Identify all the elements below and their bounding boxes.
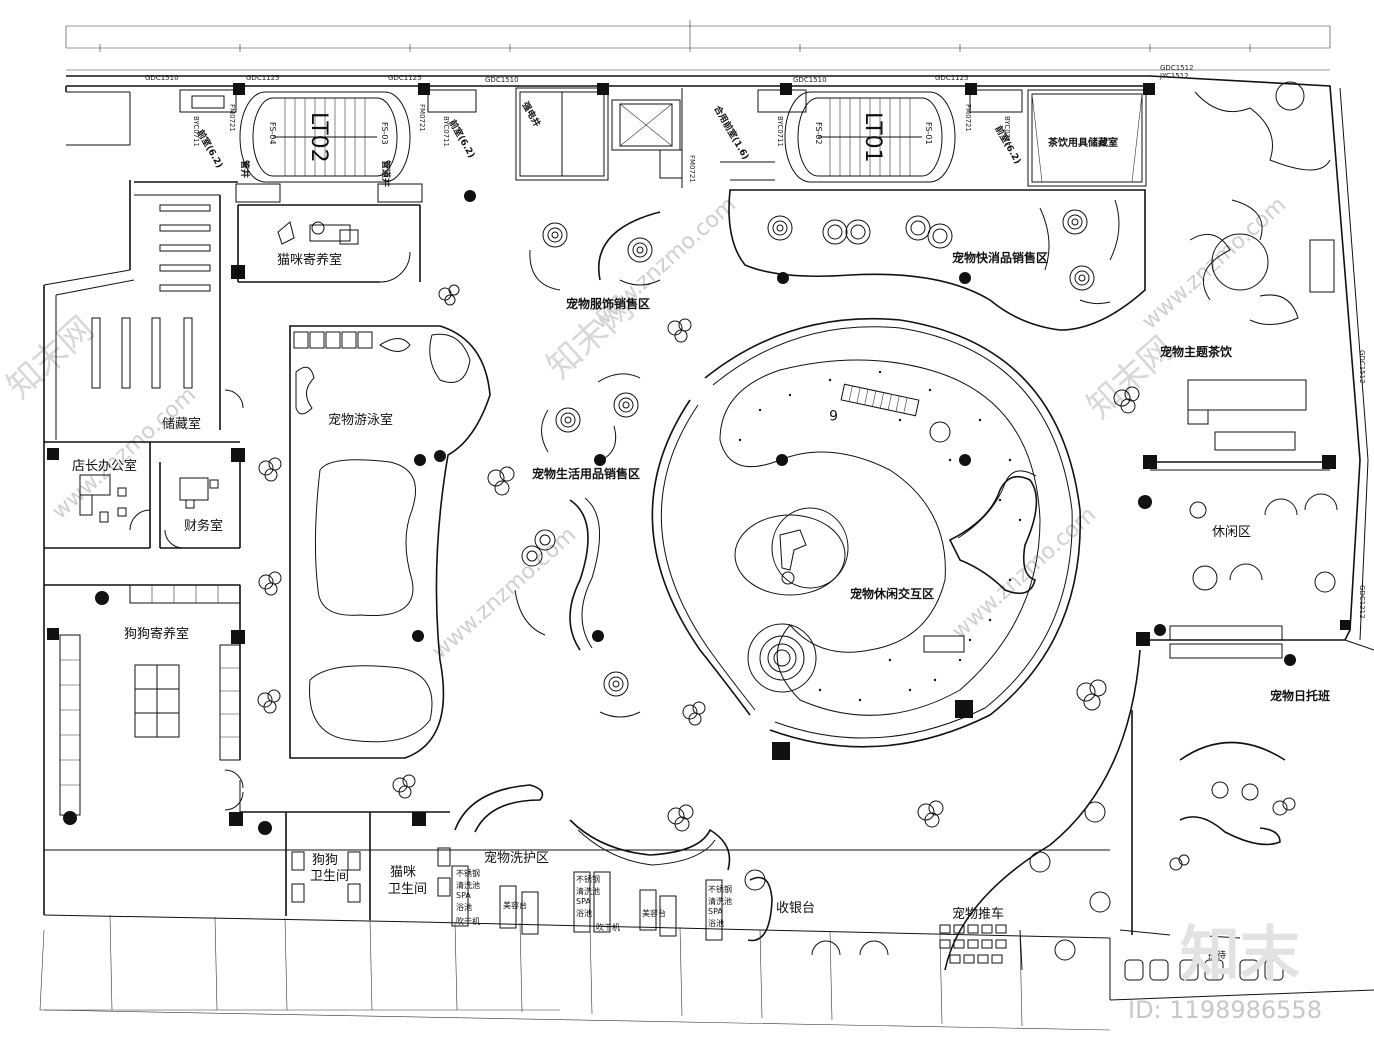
tag-gdc1125: GDC1125 xyxy=(388,74,422,82)
label-theme-tea: 宠物主题茶饮 xyxy=(1160,344,1233,359)
tag-gdc1510: GDC1510 xyxy=(485,76,519,84)
stair-fs01: FS-01 xyxy=(924,122,933,145)
watermark-logo-text: 知末 xyxy=(1180,920,1300,990)
label-dog-wc: 狗狗 xyxy=(312,853,338,868)
fixture-sink: 清洗池 xyxy=(576,886,600,896)
apparel-sales-zone: 宠物服饰销售区 xyxy=(529,211,661,311)
fixture-bath: 浴池 xyxy=(708,918,724,928)
door-window-tags: GDC1510 GDC1125 GDC1125 GDC1510 GDC1510 … xyxy=(145,64,1366,619)
tag-gdc1510: GDC1510 xyxy=(793,76,827,84)
tag-gdc1512: GDC1512 xyxy=(1358,350,1366,384)
tag-gdc1512: GDC1512 xyxy=(1160,64,1194,72)
fixture-spa: SPA xyxy=(576,897,591,906)
fixture-dryer: 吹干机 xyxy=(456,916,480,926)
cashier-area: 收银台 xyxy=(744,869,889,956)
fmcg-sales-zone: 宠物快消品销售区 xyxy=(728,189,1146,331)
stair-lt02: LT02 xyxy=(306,112,331,163)
label-daily-goods-zone: 宠物生活用品销售区 xyxy=(532,466,640,481)
tag-gdc1125: GDC1125 xyxy=(246,74,280,82)
stair-core-left: LT02 FS-04 FS-03 前室(6.2) 前室(6.2) BYC0711… xyxy=(179,89,478,203)
dog-boarding-room: 狗狗寄养室 xyxy=(44,584,244,816)
label-daycare: 宠物日托班 xyxy=(1270,688,1330,703)
label-lounge: 休闲区 xyxy=(1212,525,1251,540)
label-storage: 储藏室 xyxy=(162,416,201,432)
tag-byc0711: BYC0711 xyxy=(442,116,450,147)
label-fire-anteroom: 合用前室(1.6) xyxy=(711,104,751,162)
tag-gdc1125: GDC1125 xyxy=(935,74,969,82)
tag-byc0711: BYC0711 xyxy=(776,116,784,147)
fixture-spa: SPA xyxy=(708,907,723,916)
label-dog-boarding: 狗狗寄养室 xyxy=(124,626,189,642)
watermark-id: ID: 1198986558 xyxy=(1128,996,1322,1024)
stair-fs02: FS-02 xyxy=(814,122,823,145)
slide-number: 6 xyxy=(829,406,838,422)
fixture-beauty: 美容台 xyxy=(503,900,527,910)
decor-plants xyxy=(63,190,1296,871)
tag-fm0721: FM0721 xyxy=(964,104,972,132)
label-anteroom: 前室(6.2) xyxy=(446,118,477,161)
fixture-beauty: 美容台 xyxy=(642,908,666,918)
tag-gdc1212: GDC1212 xyxy=(1358,585,1366,619)
grooming-area: 不锈钢 清洗池 SPA 浴池 吹干机 美容台 不锈钢 清洗池 SPA 浴池 吹干… xyxy=(451,784,732,941)
fixture-sink: 不锈钢 xyxy=(576,874,600,884)
label-interaction-zone: 宠物休闲交互区 xyxy=(850,586,934,601)
fixture-bath: 浴池 xyxy=(576,908,592,918)
tag-jyc1512: JYC1512 xyxy=(1159,72,1189,80)
stair-fs04: FS-04 xyxy=(268,122,277,145)
fixture-sink: 清洗池 xyxy=(708,896,732,906)
label-tea-storage: 茶饮用具储藏室 xyxy=(1047,136,1118,149)
watermark-site: www.znzmo.com xyxy=(47,382,201,524)
stair-fs03: FS-03 xyxy=(380,122,389,145)
label-cat-boarding: 猫咪寄养室 xyxy=(277,252,342,268)
fixture-bath: 浴池 xyxy=(456,902,472,912)
watermark-brand: 知末网 xyxy=(0,309,102,407)
tag-byc0711: BYC0711 xyxy=(1003,116,1011,147)
daily-goods-zone: 宠物生活用品销售区 xyxy=(514,373,641,718)
interaction-zone: 6 宠物休闲交互区 xyxy=(412,272,1082,760)
tag-fm0721: FM0721 xyxy=(418,104,426,132)
fixture-spa: SPA xyxy=(456,891,471,900)
fixture-sink: 不锈钢 xyxy=(456,868,480,878)
label-grooming: 宠物洗护区 xyxy=(484,850,549,866)
stair-lt01: LT01 xyxy=(860,112,885,163)
lounge-area: 休闲区 xyxy=(1150,461,1338,593)
fixture-sink: 不锈钢 xyxy=(708,884,732,894)
label-well: 强电井 xyxy=(519,100,543,129)
label-dog-wc: 卫生间 xyxy=(310,869,349,884)
label-pet-cart: 宠物推车 xyxy=(952,906,1004,922)
tag-fm0721: FM0721 xyxy=(228,104,236,132)
label-cat-wc: 猫咪 xyxy=(390,865,416,880)
cat-boarding-room: 猫咪寄养室 xyxy=(237,204,421,283)
offices: 店长办公室 财务室 xyxy=(44,442,241,549)
label-pipe-shaft: 管道井 xyxy=(380,160,392,187)
tag-gdc1510: GDC1510 xyxy=(145,74,179,82)
label-pet-pool: 宠物游泳室 xyxy=(328,412,393,428)
stair-core-right: LT01 FS-02 FS-01 合用前室(1.6) 前室(6.2) BYC07… xyxy=(688,89,1024,183)
label-cat-wc: 卫生间 xyxy=(388,882,427,897)
watermark-site: www.znzmo.com xyxy=(427,522,581,664)
storage-room: 储藏室 xyxy=(44,181,244,443)
label-cashier: 收银台 xyxy=(776,901,815,916)
bathrooms: 狗狗 卫生间 猫咪 卫生间 xyxy=(240,811,451,920)
tag-byc0711: BYC0711 xyxy=(192,116,200,147)
tag-fm0721: FM0721 xyxy=(688,155,696,183)
label-fmcg-zone: 宠物快消品销售区 xyxy=(952,250,1048,265)
tea-storage-room: 茶饮用具储藏室 xyxy=(1027,89,1147,187)
fixture-dryer: 吹干机 xyxy=(596,922,620,932)
label-apparel-zone: 宠物服饰销售区 xyxy=(566,296,650,311)
label-pipe-shaft: 管井 xyxy=(239,160,251,178)
label-manager-office: 店长办公室 xyxy=(72,458,137,474)
label-finance: 财务室 xyxy=(184,518,223,534)
pet-cart-area: 宠物推车 xyxy=(939,801,1111,971)
theme-tea-area: 宠物主题茶饮 xyxy=(1160,81,1335,451)
watermark-logo: 知末 ID: 1198986558 xyxy=(1128,920,1322,1024)
pet-pool-room: 宠物游泳室 xyxy=(289,325,491,759)
fixture-sink: 清洗池 xyxy=(456,880,480,890)
watermark-site: www.znzmo.com xyxy=(947,502,1101,644)
label-reception-small: 接待 xyxy=(1208,949,1226,961)
